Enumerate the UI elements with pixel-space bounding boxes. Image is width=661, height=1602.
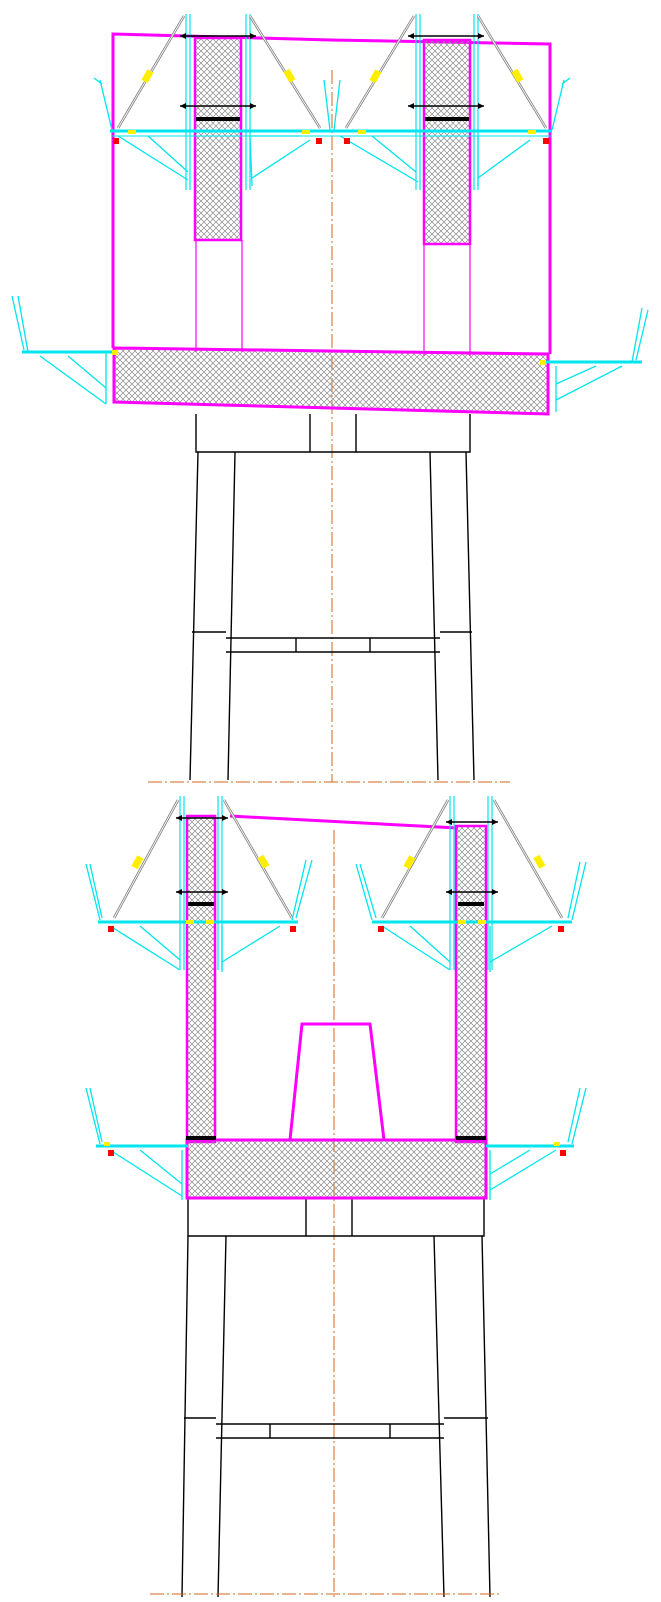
web-wall xyxy=(195,240,471,356)
upper-view xyxy=(11,14,649,783)
tie-bar xyxy=(176,817,498,893)
side-bracket xyxy=(11,295,649,412)
wall-right xyxy=(422,38,472,246)
bottom-slab xyxy=(185,1138,488,1200)
bottom-slab xyxy=(112,346,550,416)
jack xyxy=(104,854,560,1146)
inner-core-form xyxy=(288,1022,386,1141)
guide-rail xyxy=(179,796,493,970)
wall-left xyxy=(193,36,243,242)
guide-rail xyxy=(185,14,479,190)
anchor xyxy=(113,138,549,144)
pier-column xyxy=(189,414,475,781)
work-platform xyxy=(93,77,571,187)
wall-left xyxy=(185,814,217,1144)
jack xyxy=(128,68,536,134)
pier-column xyxy=(181,1198,491,1598)
work-platform xyxy=(85,859,587,972)
wall-right xyxy=(454,824,488,1144)
anchor xyxy=(108,926,566,1156)
top-flange xyxy=(229,814,459,830)
tie-bar xyxy=(180,35,484,107)
lower-view xyxy=(85,796,587,1598)
